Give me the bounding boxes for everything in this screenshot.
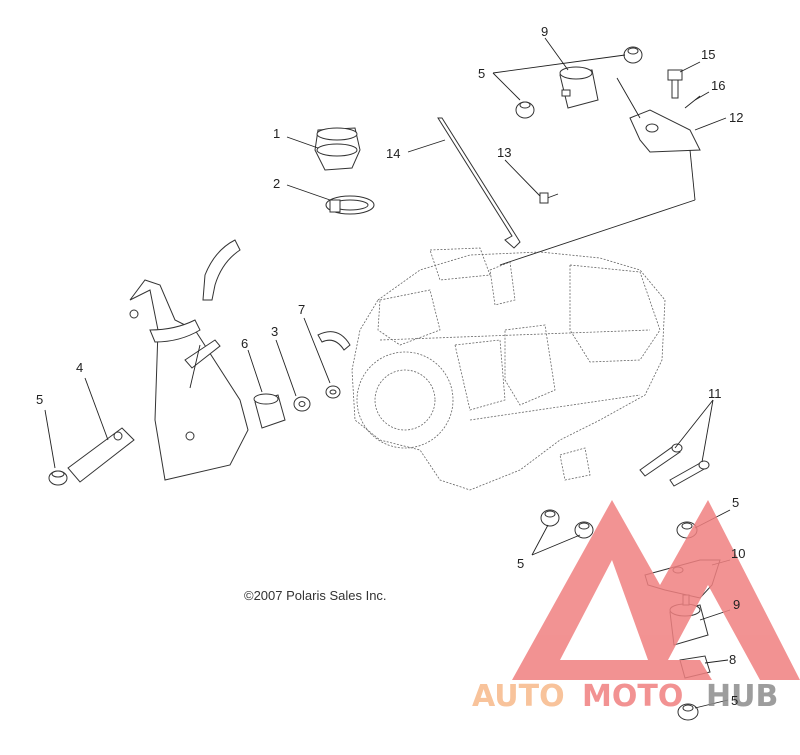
part-bolts-11 — [639, 443, 710, 487]
part-bolt-13 — [539, 192, 559, 204]
watermark: AUTO MOTO HUB — [472, 500, 800, 714]
callout-3: 3 — [271, 324, 278, 339]
part-nut-top-b — [623, 46, 643, 64]
part-boot — [314, 127, 361, 171]
watermark-text-moto: MOTO — [582, 679, 683, 714]
frame-bracket — [129, 239, 249, 481]
callout-9-top: 9 — [541, 24, 548, 39]
callout-10: 10 — [731, 546, 745, 561]
callout-2: 2 — [273, 176, 280, 191]
callout-15: 15 — [701, 47, 715, 62]
callout-5-top: 5 — [478, 66, 485, 81]
watermark-text-hub: HUB — [706, 679, 778, 714]
callout-9-bottom: 9 — [733, 597, 740, 612]
part-breather-hose — [317, 331, 351, 351]
part-bolt-15 — [667, 69, 683, 99]
callout-labels: 1 2 3 4 5 5 5 5 5 6 7 8 9 9 10 11 12 13 … — [36, 24, 745, 708]
part-nut-mid-a — [540, 509, 560, 527]
part-nut-left — [48, 470, 68, 486]
leader-lines — [44, 37, 731, 709]
part-rod — [437, 117, 521, 249]
part-nut-bottom — [677, 703, 699, 721]
callout-16: 16 — [711, 78, 725, 93]
part-pin-16 — [684, 95, 701, 109]
callout-13: 13 — [497, 145, 511, 160]
part-mount-top — [559, 66, 599, 109]
watermark-text-auto: AUTO — [472, 679, 565, 714]
part-plate — [67, 427, 135, 483]
callout-1: 1 — [273, 126, 280, 141]
part-clamp — [325, 195, 375, 215]
part-nut-top-a — [515, 101, 535, 119]
callout-5-middle: 5 — [517, 556, 524, 571]
part-washer-small — [325, 385, 341, 399]
watermark-triangle-icon — [512, 500, 800, 680]
callout-7: 7 — [298, 302, 305, 317]
callout-5-right: 5 — [732, 495, 739, 510]
callout-12: 12 — [729, 110, 743, 125]
part-mount-cylinder-left — [253, 393, 286, 429]
callout-5-left: 5 — [36, 392, 43, 407]
part-bracket-top — [629, 109, 701, 153]
engine-block — [351, 247, 666, 491]
part-washer — [293, 396, 311, 412]
copyright-text: ©2007 Polaris Sales Inc. — [244, 588, 387, 603]
callout-6: 6 — [241, 336, 248, 351]
callout-11: 11 — [708, 386, 722, 401]
callout-14: 14 — [386, 146, 400, 161]
callout-4: 4 — [76, 360, 83, 375]
callout-5-bottom: 5 — [731, 693, 738, 708]
callout-8: 8 — [729, 652, 736, 667]
part-nut-mid-b — [574, 521, 594, 539]
